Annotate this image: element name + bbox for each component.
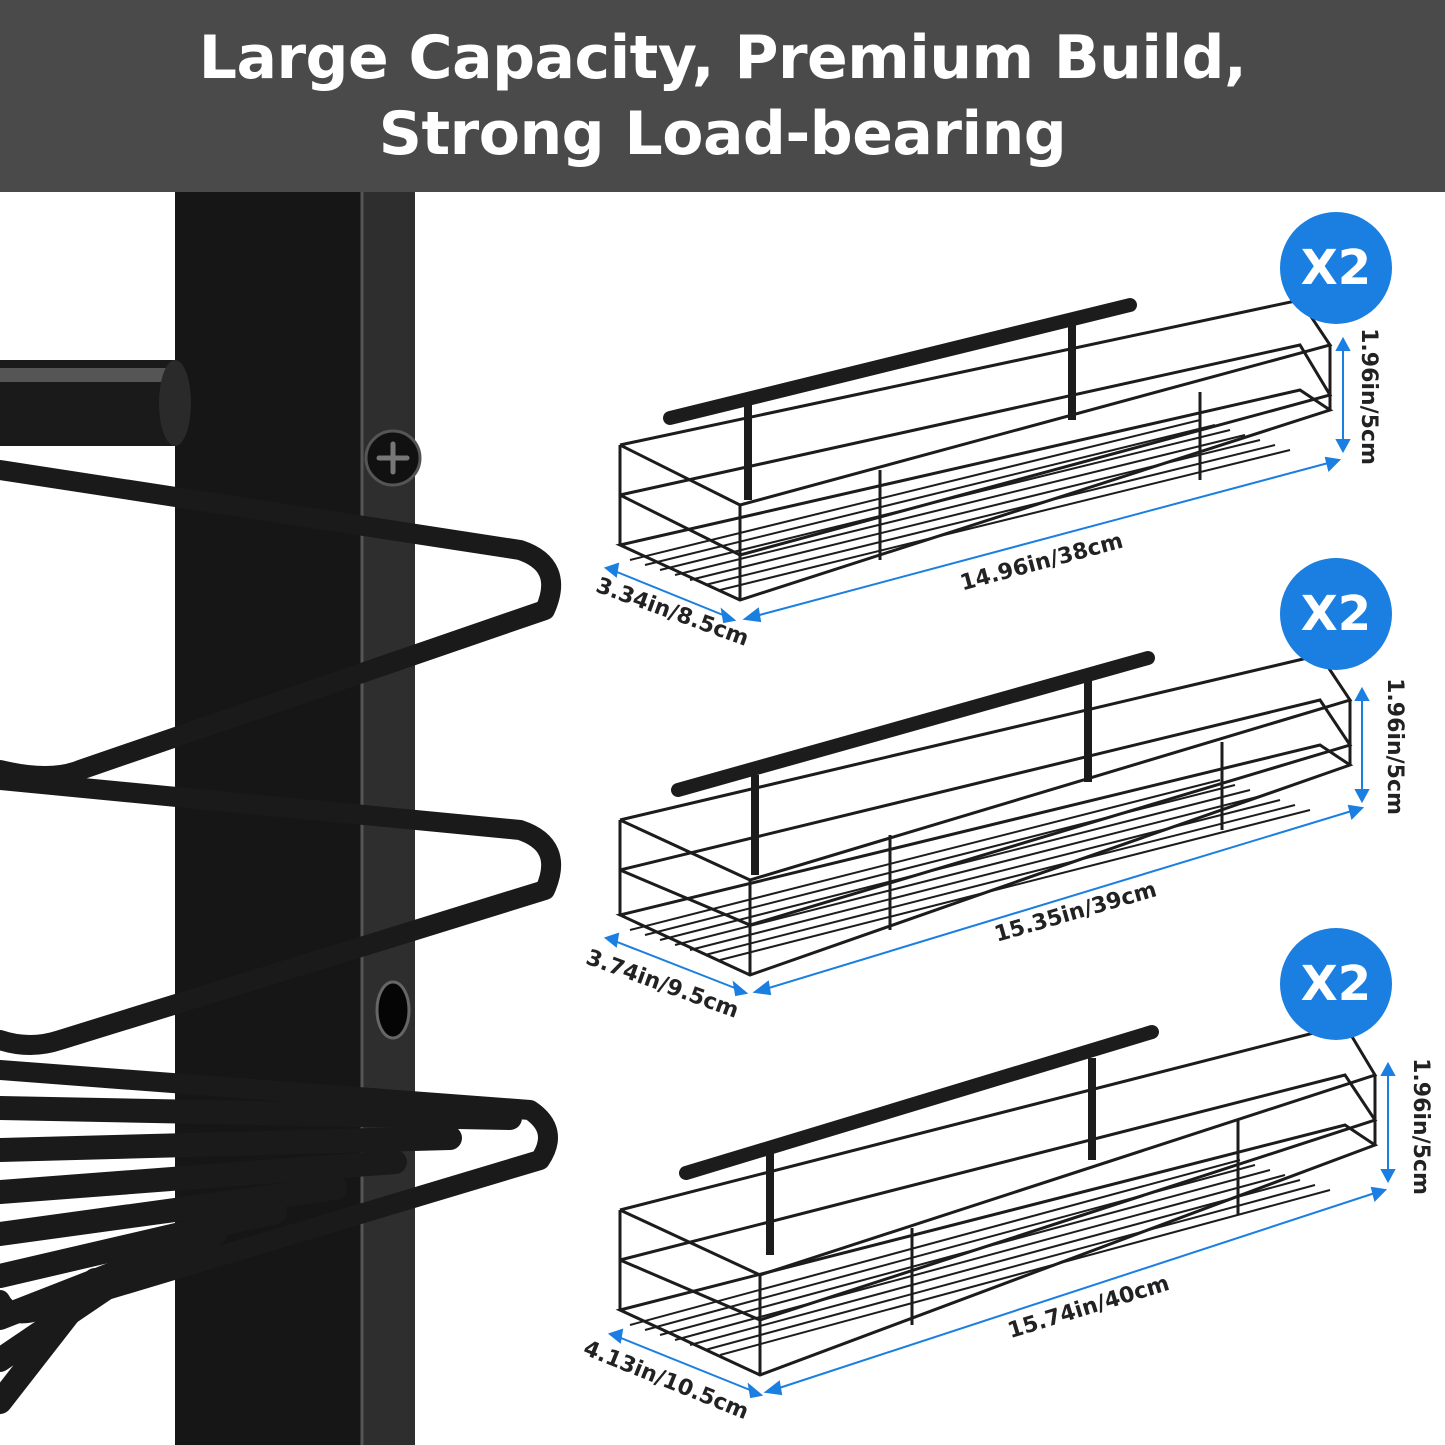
arrow-length-3 (763, 1186, 1388, 1396)
quantity-badge-1: X2 (1280, 212, 1392, 324)
shelf-basket-3 (615, 1023, 1379, 1377)
arrow-length-1 (742, 456, 1342, 623)
screw-icon (364, 429, 422, 487)
arrow-depth-3 (607, 1328, 764, 1399)
height-label-1: 1.96in/5cm (1355, 328, 1381, 465)
shelf-basket-1 (615, 298, 1334, 602)
arrow-length-2 (752, 804, 1365, 996)
rack-closeup (0, 192, 562, 1445)
headline-line-2: Strong Load-bearing (378, 99, 1067, 169)
screw-hole (375, 980, 411, 1040)
shelf-basket-2 (615, 651, 1354, 977)
quantity-badge-3: X2 (1280, 928, 1392, 1040)
height-label-3: 1.96in/5cm (1407, 1058, 1433, 1195)
quantity-badge-2: X2 (1280, 558, 1392, 670)
arrow-depth-1 (603, 562, 737, 624)
dimension-arrows (603, 336, 1396, 1399)
arrow-height-3 (1380, 1061, 1396, 1184)
arrow-height-2 (1354, 686, 1370, 804)
headline-line-1: Large Capacity, Premium Build, (198, 23, 1247, 93)
title-banner: Large Capacity, Premium Build, Strong Lo… (0, 0, 1445, 192)
product-illustration (0, 192, 1396, 1445)
height-label-2: 1.96in/5cm (1381, 678, 1407, 815)
arrow-height-1 (1335, 336, 1351, 454)
arrow-depth-2 (603, 932, 749, 997)
